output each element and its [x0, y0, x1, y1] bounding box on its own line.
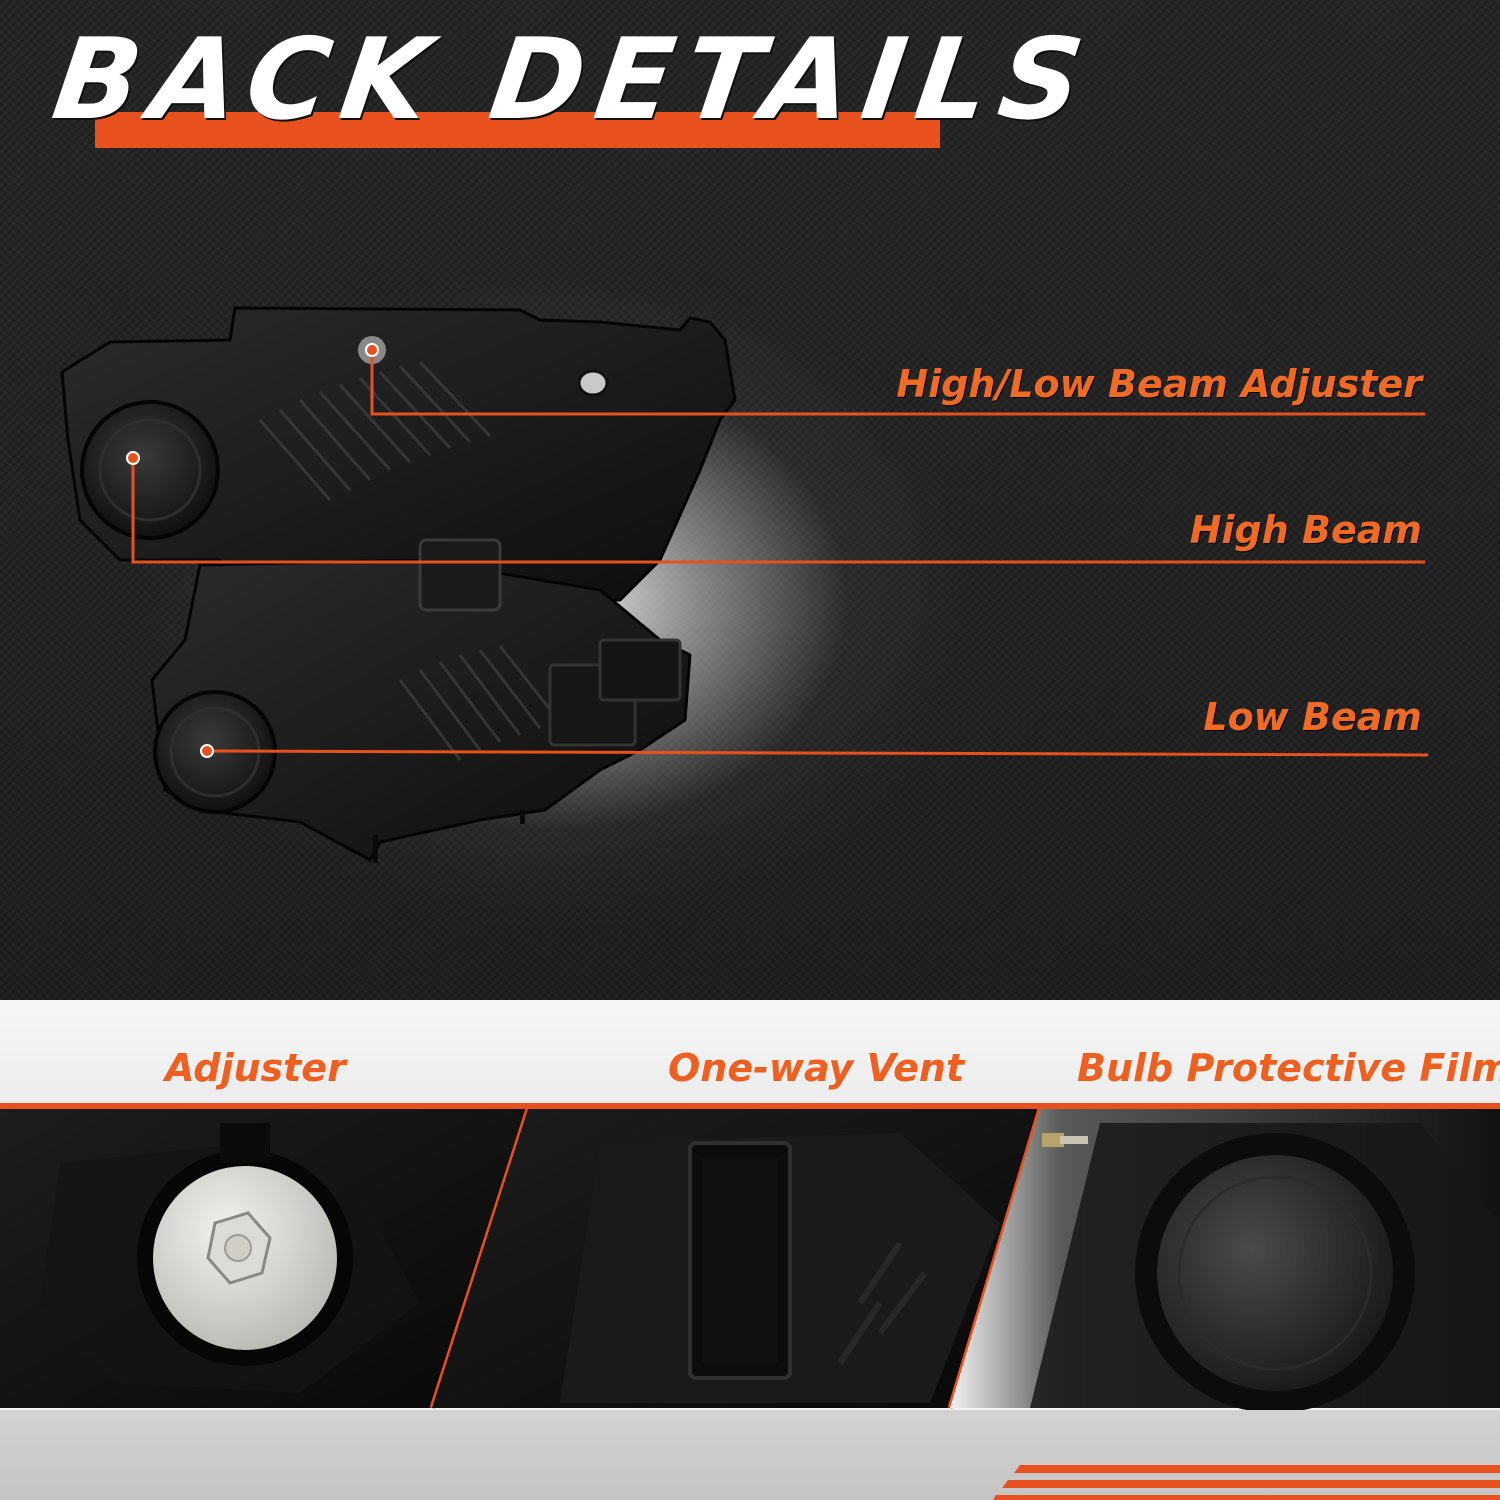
- detail-label-film: Bulb Protective Film: [1077, 1046, 1500, 1090]
- adjuster-photo: [0, 1109, 528, 1408]
- callout-line-high: [131, 458, 1425, 564]
- connector-block: [418, 538, 502, 612]
- bottom-stripe-accent: [993, 1465, 1500, 1500]
- callout-line-low: [206, 749, 1429, 757]
- hero-section: BACK DETAILS: [0, 0, 1500, 1000]
- callout-line-adjuster: [370, 350, 1425, 416]
- detail-label-vent: One-way Vent: [668, 1046, 965, 1090]
- headlamp-illustration: [60, 306, 1429, 863]
- bulb-cap-photo: [950, 1109, 1500, 1413]
- title-block: BACK DETAILS: [46, 15, 1102, 148]
- housing-upper: [60, 306, 737, 602]
- callout-lines: [131, 350, 1429, 757]
- title-underline-bar: [95, 112, 940, 148]
- detail-label-adjuster: Adjuster: [165, 1046, 346, 1090]
- callout-label-low-beam: Low Beam: [1203, 695, 1422, 739]
- bottom-strip: [0, 1410, 1500, 1500]
- vent-photo: [432, 1109, 1040, 1408]
- callout-label-high-beam: High Beam: [1189, 508, 1422, 552]
- callout-label-adjuster: High/Low Beam Adjuster: [896, 362, 1422, 406]
- high-beam-cap: [80, 400, 220, 540]
- detail-photos: [0, 1103, 1500, 1413]
- detail-labels-row: Adjuster One-way Vent Bulb Protective Fi…: [0, 1000, 1500, 1110]
